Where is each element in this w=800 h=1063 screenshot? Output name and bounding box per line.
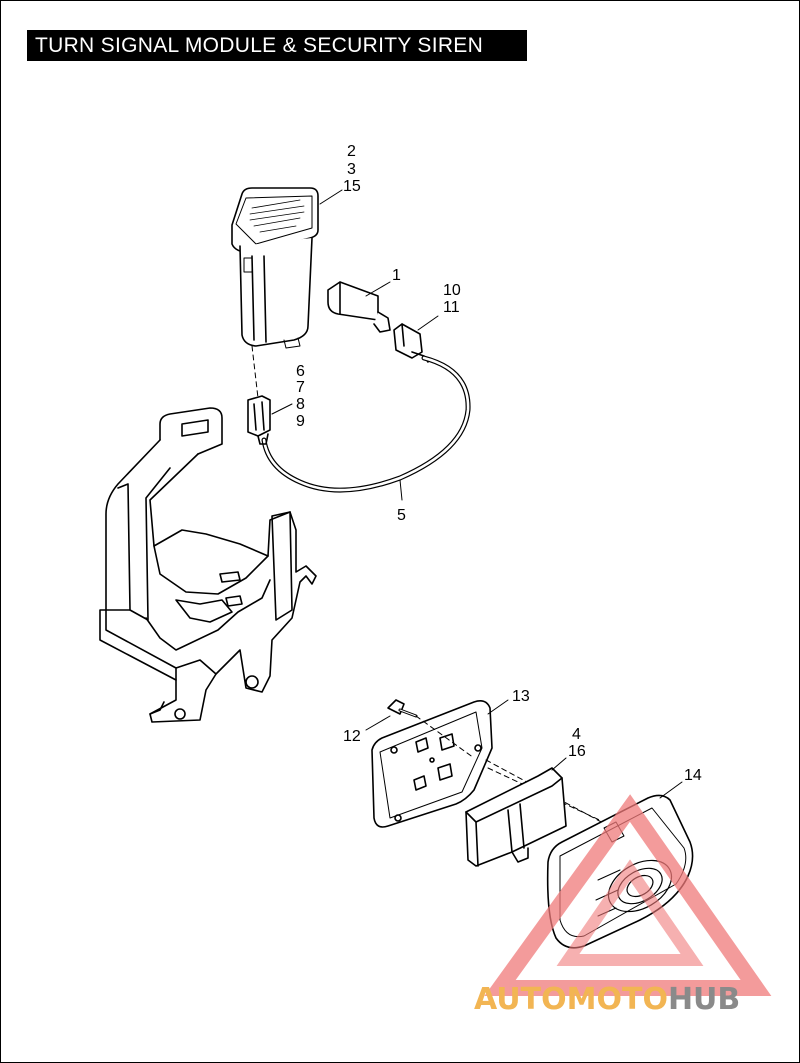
mounting-plate-13: [371, 700, 493, 828]
callout-8: 8: [296, 396, 305, 413]
wiring-harness-5: [261, 355, 471, 493]
watermark-logo: AUTOMOTOHUB: [474, 794, 772, 1017]
callout-4: 4: [572, 726, 581, 743]
callout-5: 5: [397, 507, 406, 524]
callout-7: 7: [296, 379, 305, 396]
connector-1: [327, 281, 391, 333]
connector-6-9: [247, 395, 271, 445]
callout-3: 3: [347, 161, 356, 178]
watermark-text-auto: AUTO: [474, 982, 567, 1017]
callout-12: 12: [343, 728, 361, 745]
callout-13: 13: [512, 688, 530, 705]
leader-lines: [271, 189, 683, 799]
turn-signal-module: [231, 187, 319, 349]
callout-1: 1: [392, 267, 401, 284]
screw-12: [387, 699, 418, 718]
diagram-title: TURN SIGNAL MODULE & SECURITY SIREN: [27, 30, 527, 61]
callout-15: 15: [343, 178, 361, 195]
callout-labels: 2 3 15 1 10 11 6 7 8 9 5 13 12 4 16 14: [296, 143, 702, 784]
callout-10: 10: [443, 282, 461, 299]
watermark-text-moto: MOTO: [567, 982, 668, 1017]
callout-2: 2: [347, 143, 356, 160]
mounting-bracket: [99, 407, 317, 723]
watermark-text: AUTOMOTOHUB: [474, 982, 740, 1017]
callout-11: 11: [443, 299, 460, 316]
callout-6: 6: [296, 363, 305, 380]
siren-module-4-16: [465, 767, 567, 867]
callout-14: 14: [684, 767, 702, 784]
watermark-text-hub: HUB: [668, 982, 740, 1017]
callout-16: 16: [568, 743, 586, 760]
callout-9: 9: [296, 413, 305, 430]
